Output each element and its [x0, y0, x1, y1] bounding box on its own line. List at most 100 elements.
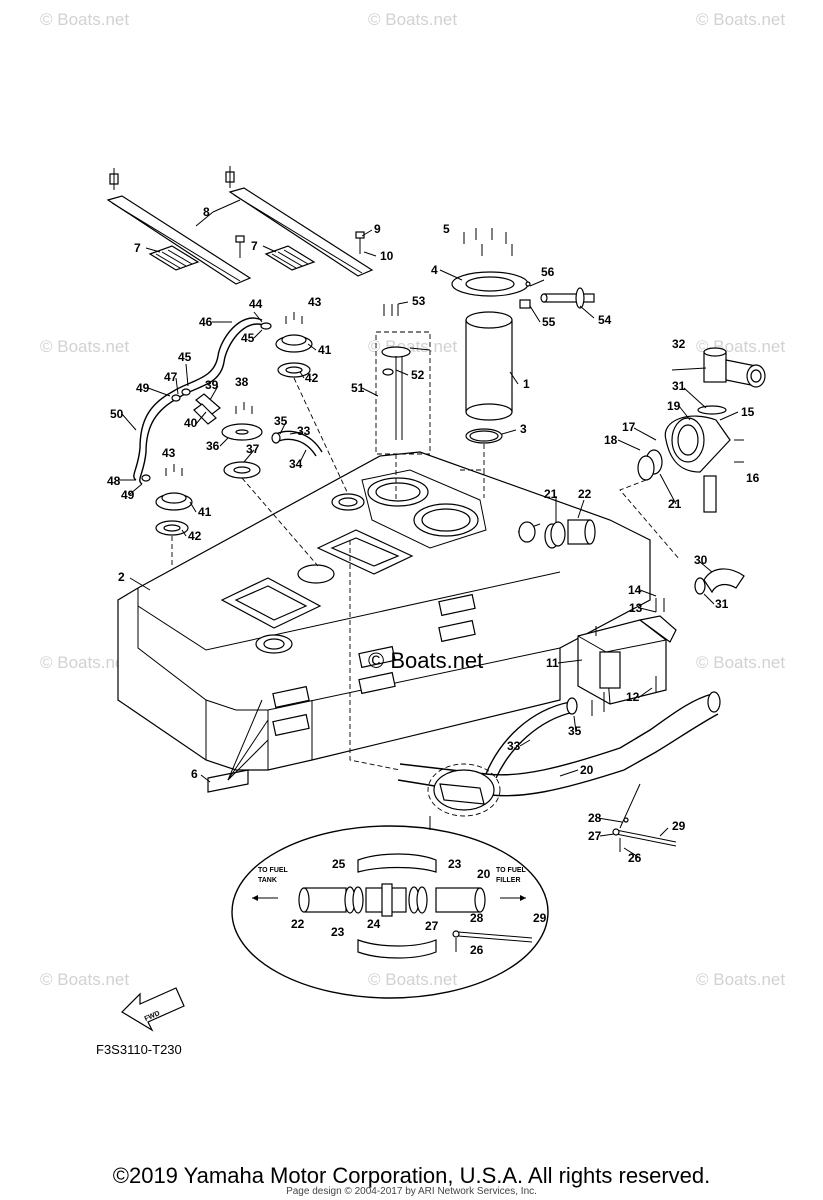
callout-13: 13: [629, 601, 643, 615]
fuel-tank: [117, 451, 651, 771]
callout-11: 11: [546, 656, 559, 670]
callout-7b: 7: [251, 239, 258, 253]
inset-note-right-1: TO FUEL: [496, 867, 527, 874]
tank-boot: [544, 519, 596, 549]
callout-39: 39: [205, 378, 219, 392]
callout-21: 21: [544, 487, 558, 501]
callout-21b: 21: [668, 497, 682, 511]
filler-neck: [619, 347, 766, 561]
callout-23-inset: 23: [448, 857, 462, 871]
callout-9: 9: [374, 222, 381, 236]
callout-24: 24: [367, 917, 381, 931]
callout-16: 16: [746, 471, 760, 485]
callout-27: 27: [588, 829, 602, 843]
callout-19: 19: [667, 399, 681, 413]
callout-6: 6: [191, 767, 198, 781]
center-watermark: © Boats.net: [368, 648, 483, 673]
fuel-sender-unit: [451, 228, 529, 498]
callout-20: 20: [580, 763, 594, 777]
callout-53: 53: [412, 294, 426, 308]
watermark: © Boats.net: [696, 10, 785, 29]
callout-31: 31: [715, 597, 729, 611]
callout-3: 3: [520, 422, 527, 436]
callout-26-inset: 26: [470, 943, 484, 957]
callout-2: 2: [118, 570, 125, 584]
callout-43: 43: [308, 295, 322, 309]
callout-32: 32: [672, 337, 686, 351]
callout-33: 33: [297, 424, 311, 438]
inset-note-left-1: TO FUEL: [258, 867, 289, 874]
callout-12: 12: [626, 690, 640, 704]
callout-5: 5: [443, 222, 450, 236]
callout-41b: 41: [198, 505, 212, 519]
callout-37: 37: [246, 442, 260, 456]
filler-hose-20: [349, 540, 721, 817]
callout-42b: 42: [188, 529, 202, 543]
callout-17: 17: [622, 420, 636, 434]
watermark: © Boats.net: [368, 970, 457, 989]
callout-55: 55: [542, 315, 556, 329]
callout-54: 54: [598, 313, 612, 327]
callout-36: 36: [206, 439, 220, 453]
callout-35: 35: [274, 414, 288, 428]
callout-numbers: 1 2 3 4 5 6 7 7 8 9 10 11 12 13 14 15 16…: [107, 205, 760, 957]
callout-29-inset: 29: [533, 911, 547, 925]
callout-35b: 35: [568, 724, 582, 738]
watermark: © Boats.net: [696, 653, 785, 672]
watermark: © Boats.net: [40, 653, 129, 672]
tank-pads: [148, 245, 316, 271]
fwd-arrow-icon: FWD: [121, 987, 185, 1032]
callout-43b: 43: [162, 446, 176, 460]
level-sender: [375, 304, 431, 500]
callout-38: 38: [235, 375, 249, 389]
callout-45b: 45: [178, 350, 192, 364]
leader-lines: [118, 199, 739, 859]
watermarks: © Boats.net © Boats.net © Boats.net © Bo…: [40, 10, 785, 989]
hose-34: [271, 430, 323, 457]
callout-30: 30: [694, 553, 708, 567]
callout-20-inset: 20: [477, 867, 491, 881]
callout-29: 29: [672, 819, 686, 833]
labels-6: [207, 699, 269, 793]
callout-45: 45: [241, 331, 255, 345]
callout-8: 8: [203, 205, 210, 219]
callout-44: 44: [249, 297, 263, 311]
callout-28-inset: 28: [470, 911, 484, 925]
callout-22-inset: 22: [291, 917, 305, 931]
callout-48: 48: [107, 474, 121, 488]
inset-note-right-2: FILLER: [496, 877, 521, 884]
callout-7: 7: [134, 241, 141, 255]
callout-50: 50: [110, 407, 124, 421]
callout-10: 10: [380, 249, 394, 263]
callout-22: 22: [578, 487, 592, 501]
callout-28: 28: [588, 811, 602, 825]
watermark: © Boats.net: [40, 970, 129, 989]
footer-note: Page design © 2004-2017 by ARI Network S…: [286, 1186, 537, 1197]
small-screws: [165, 312, 303, 476]
callout-52: 52: [411, 368, 425, 382]
callout-1: 1: [523, 377, 530, 391]
callout-41: 41: [318, 343, 332, 357]
figure-code: F3S3110-T230: [96, 1042, 182, 1057]
inset-detail: TO FUEL TANK TO FUEL FILLER: [231, 825, 549, 999]
clamp-29: [612, 783, 677, 852]
breather-fitting: [519, 281, 595, 309]
callout-51: 51: [351, 381, 365, 395]
callout-4: 4: [431, 263, 438, 277]
callout-34: 34: [289, 457, 303, 471]
callout-42: 42: [305, 371, 319, 385]
callout-33b: 33: [507, 739, 521, 753]
callout-23b-inset: 23: [331, 925, 345, 939]
callout-25: 25: [332, 857, 346, 871]
callout-14: 14: [628, 583, 642, 597]
watermark: © Boats.net: [40, 10, 129, 29]
callout-49: 49: [136, 381, 150, 395]
watermark: © Boats.net: [368, 10, 457, 29]
fuel-unit-11: [577, 598, 677, 716]
callout-15: 15: [741, 405, 755, 419]
callout-40: 40: [184, 416, 198, 430]
caps-and-plates: [155, 312, 349, 568]
callout-26: 26: [628, 851, 642, 865]
callout-56: 56: [541, 265, 555, 279]
